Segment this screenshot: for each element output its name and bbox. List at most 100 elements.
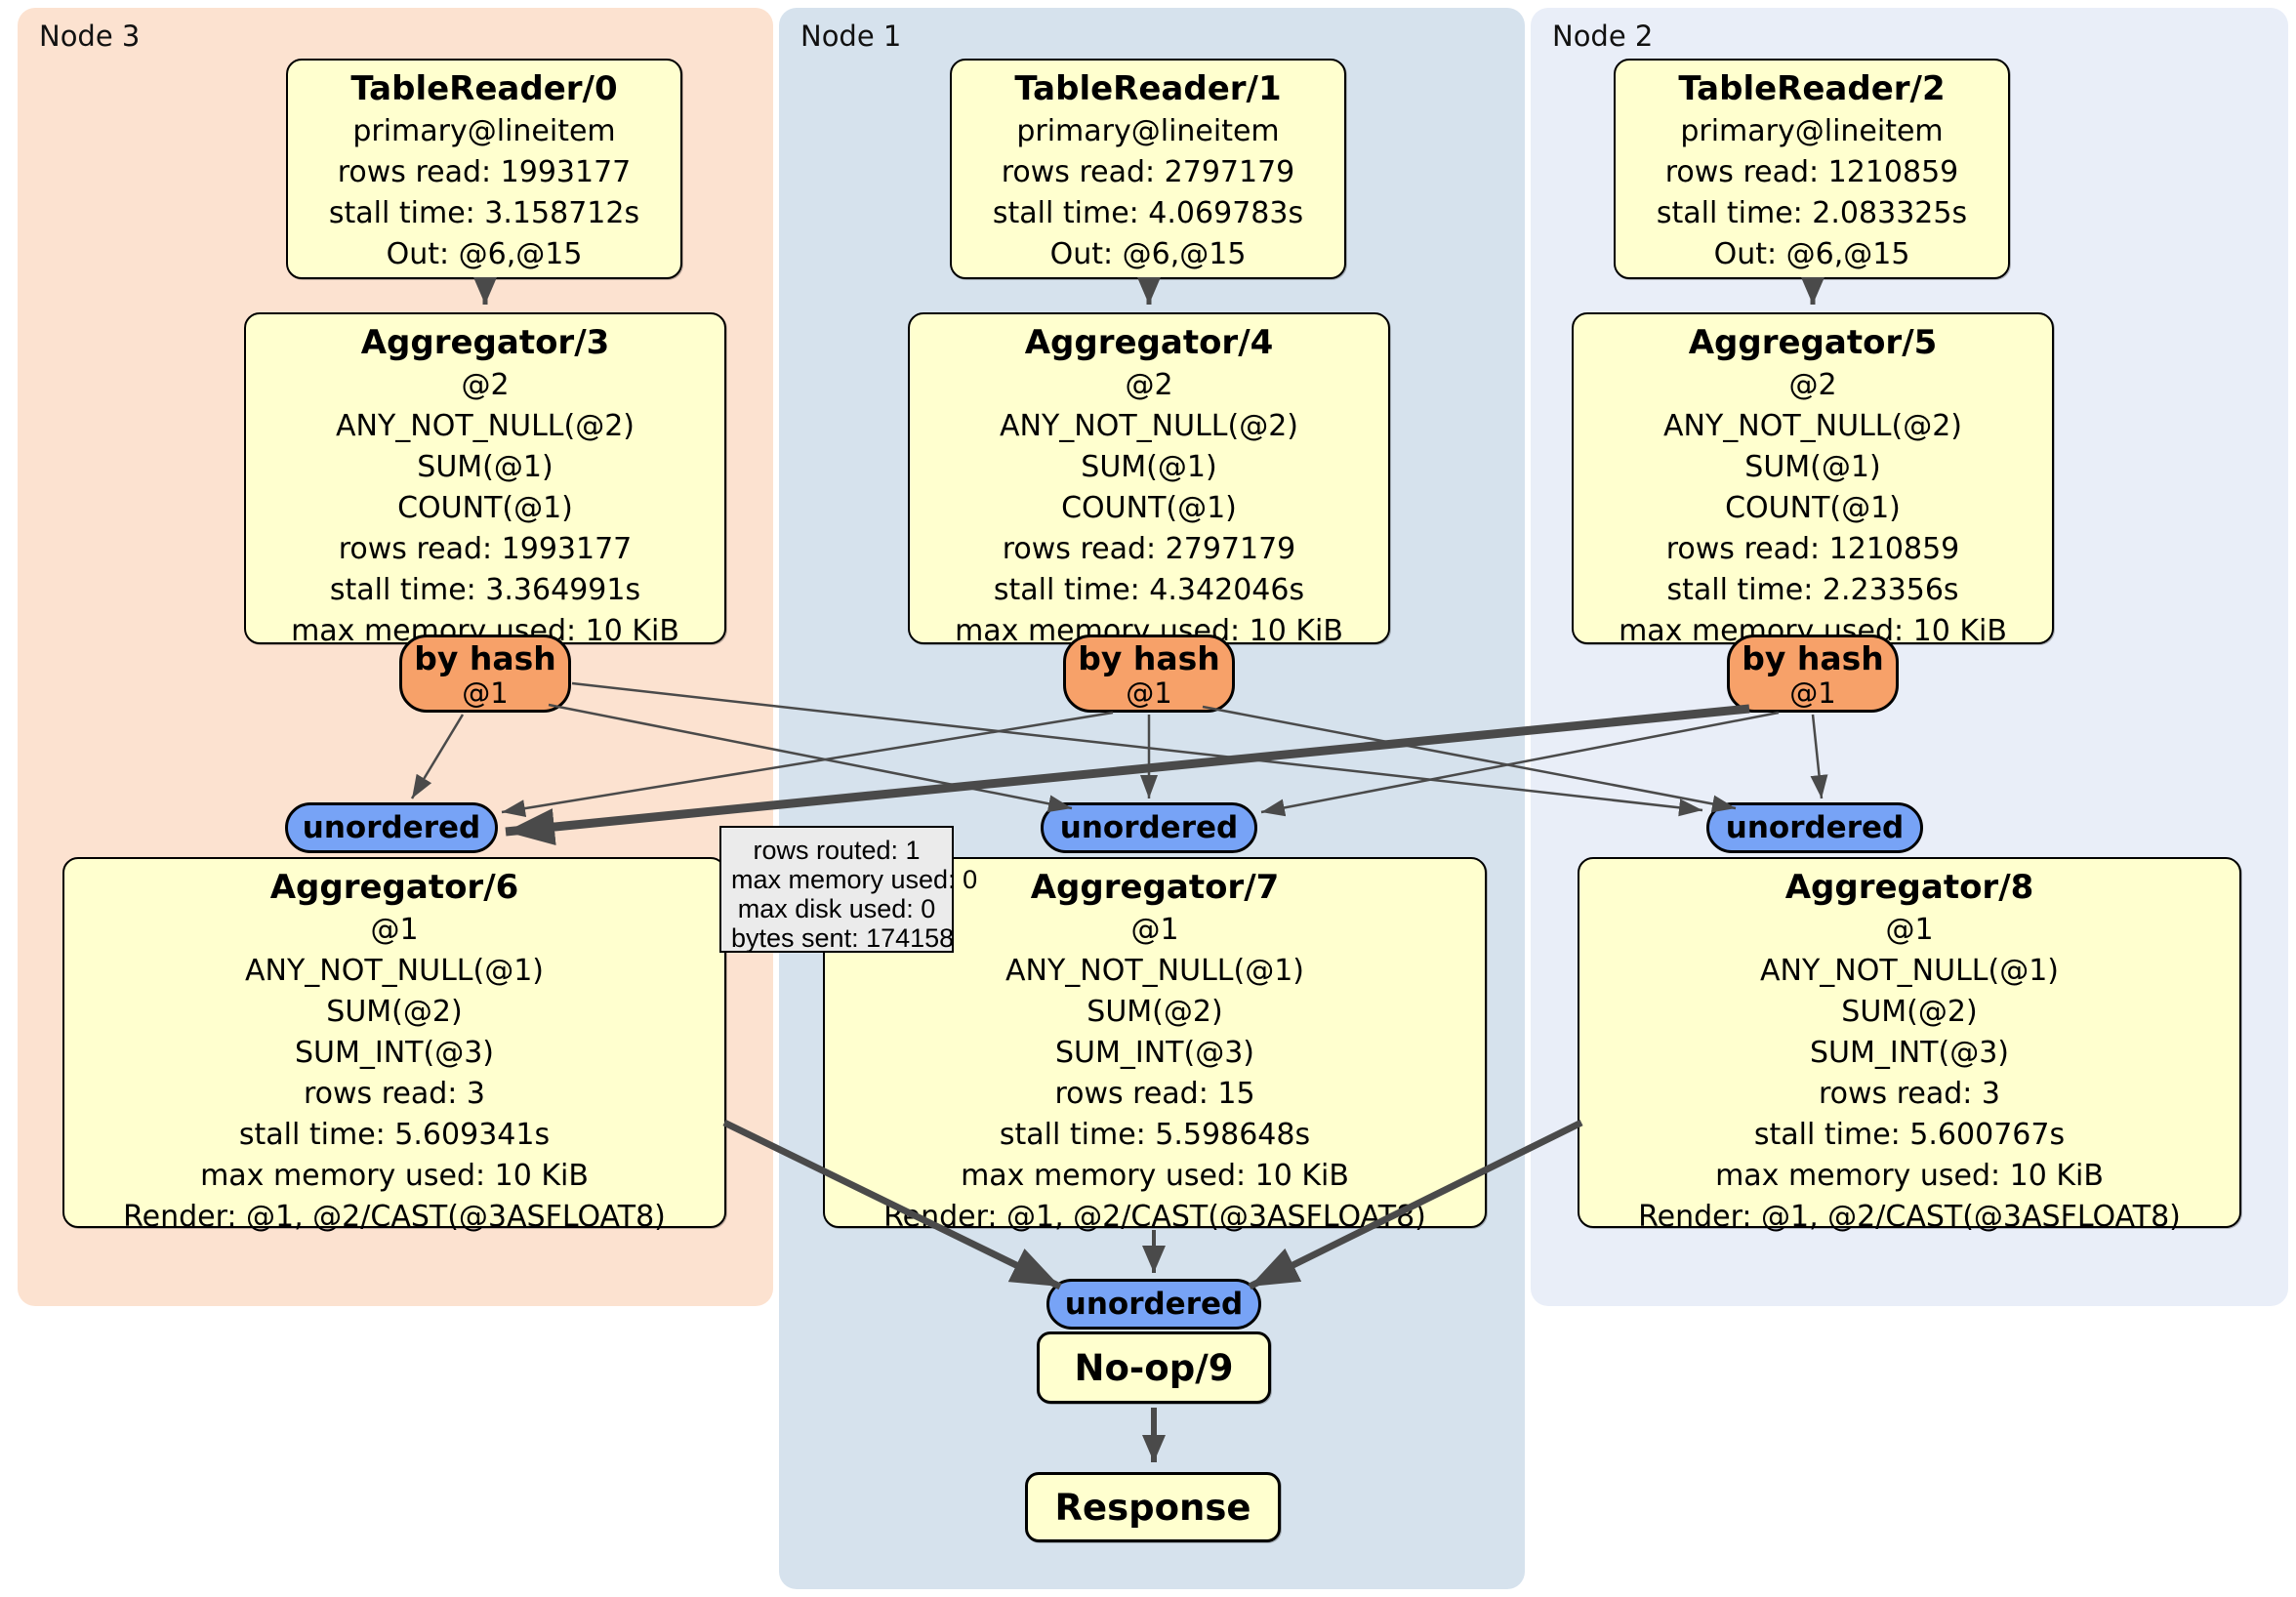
detail-line: Render: @1, @2/CAST(@3ASFLOAT8) <box>883 1200 1426 1234</box>
processor-title: TableReader/2 <box>1678 69 1946 108</box>
detail-line: stall time: 2.083325s <box>1656 196 1968 230</box>
processor-details: primary@lineitem rows read: 2797179 stall … <box>952 111 1344 275</box>
detail-line: rows read: 2797179 <box>1001 155 1295 189</box>
detail-line: stall time: 3.364991s <box>329 573 641 607</box>
processor-title: Aggregator/5 <box>1688 323 1938 362</box>
detail-line: COUNT(@1) <box>1061 491 1237 525</box>
detail-line: @2 <box>1125 368 1173 402</box>
detail-line: stall time: 5.609341s <box>238 1118 551 1152</box>
detail-line: @1 <box>1885 913 1934 947</box>
processor-title: TableReader/0 <box>350 69 618 108</box>
detail-line: @2 <box>1788 368 1837 402</box>
detail-line: @2 <box>461 368 510 402</box>
detail-line: SUM(@1) <box>1081 450 1217 484</box>
processor-title: Aggregator/4 <box>1024 323 1274 362</box>
detail-line: max memory used: 10 KiB <box>200 1159 589 1193</box>
detail-line: max memory used: 10 KiB <box>961 1159 1349 1193</box>
detail-line: stall time: 4.069783s <box>992 196 1304 230</box>
detail-line: SUM_INT(@3) <box>295 1036 494 1070</box>
detail-line: primary@lineitem <box>352 114 616 148</box>
detail-line: rows read: 1993177 <box>337 155 632 189</box>
detail-line: primary@lineitem <box>1016 114 1280 148</box>
detail-line: SUM(@2) <box>1086 995 1223 1029</box>
detail-line: ANY_NOT_NULL(@2) <box>336 409 635 443</box>
detail-line: rows read: 1993177 <box>338 532 633 566</box>
detail-line: bytes sent: 174158 <box>731 923 955 953</box>
router-label: by hash <box>1078 639 1220 677</box>
processor-title: Aggregator/3 <box>360 323 610 362</box>
router-column: @1 <box>1126 676 1172 710</box>
processor-noop-9[interactable]: No-op/9 <box>1037 1331 1271 1404</box>
sync-unordered-node3[interactable]: unordered <box>285 802 498 853</box>
detail-line: max memory used: 0 <box>731 865 978 894</box>
detail-line: rows read: 3 <box>303 1077 486 1111</box>
sync-unordered-node2[interactable]: unordered <box>1706 802 1923 853</box>
detail-line: SUM(@2) <box>1841 995 1978 1029</box>
detail-line: rows read: 1210859 <box>1665 532 1960 566</box>
router-by-hash-node1[interactable]: by hash @1 <box>1063 635 1235 713</box>
group-node-3-label: Node 3 <box>39 20 141 53</box>
detail-line: SUM(@1) <box>1744 450 1881 484</box>
detail-line: SUM(@2) <box>326 995 463 1029</box>
group-node-2-label: Node 2 <box>1552 20 1654 53</box>
detail-line: Out: @6,@15 <box>1713 237 1910 271</box>
detail-line: ANY_NOT_NULL(@2) <box>1000 409 1298 443</box>
processor-title: Aggregator/6 <box>269 868 519 907</box>
processor-tablereader-0[interactable]: TableReader/0 primary@lineitem rows read:… <box>286 59 682 279</box>
response-node[interactable]: Response <box>1025 1472 1281 1542</box>
detail-line: SUM_INT(@3) <box>1810 1036 2009 1070</box>
router-by-hash-node3[interactable]: by hash @1 <box>399 635 571 713</box>
detail-line: COUNT(@1) <box>1725 491 1901 525</box>
detail-line: ANY_NOT_NULL(@1) <box>1005 954 1304 988</box>
router-column: @1 <box>462 676 509 710</box>
detail-line: max disk used: 0 <box>737 894 936 923</box>
detail-line: Render: @1, @2/CAST(@3ASFLOAT8) <box>1638 1200 2181 1234</box>
router-label: by hash <box>1742 639 1884 677</box>
router-label: by hash <box>414 639 556 677</box>
detail-line: stall time: 5.600767s <box>1753 1118 2066 1152</box>
detail-line: rows routed: 1 <box>753 836 921 865</box>
detail-line: rows read: 3 <box>1818 1077 2001 1111</box>
sync-unordered-final[interactable]: unordered <box>1046 1279 1261 1330</box>
group-node-1-label: Node 1 <box>800 20 902 53</box>
router-by-hash-node2[interactable]: by hash @1 <box>1727 635 1899 713</box>
processor-title: Aggregator/7 <box>1030 868 1280 907</box>
processor-details: primary@lineitem rows read: 1210859 stall … <box>1616 111 2008 275</box>
detail-line: Out: @6,@15 <box>386 237 583 271</box>
sync-unordered-node1[interactable]: unordered <box>1041 802 1257 853</box>
detail-line: @1 <box>370 913 419 947</box>
detail-line: Render: @1, @2/CAST(@3ASFLOAT8) <box>123 1200 666 1234</box>
router-column: @1 <box>1789 676 1836 710</box>
detail-line: COUNT(@1) <box>397 491 573 525</box>
detail-line: Out: @6,@15 <box>1049 237 1247 271</box>
detail-line: primary@lineitem <box>1680 114 1944 148</box>
detail-line: max memory used: 10 KiB <box>1715 1159 2104 1193</box>
detail-line: SUM(@1) <box>417 450 554 484</box>
detail-line: rows read: 1210859 <box>1664 155 1959 189</box>
detail-line: ANY_NOT_NULL(@1) <box>245 954 544 988</box>
detail-line: ANY_NOT_NULL(@2) <box>1663 409 1962 443</box>
detail-line: stall time: 5.598648s <box>999 1118 1311 1152</box>
detail-line: ANY_NOT_NULL(@1) <box>1760 954 2059 988</box>
detail-line: SUM_INT(@3) <box>1055 1036 1254 1070</box>
detail-line: stall time: 4.342046s <box>993 573 1305 607</box>
processor-tablereader-2[interactable]: TableReader/2 primary@lineitem rows read:… <box>1614 59 2010 279</box>
detail-line: rows read: 15 <box>1054 1077 1255 1111</box>
